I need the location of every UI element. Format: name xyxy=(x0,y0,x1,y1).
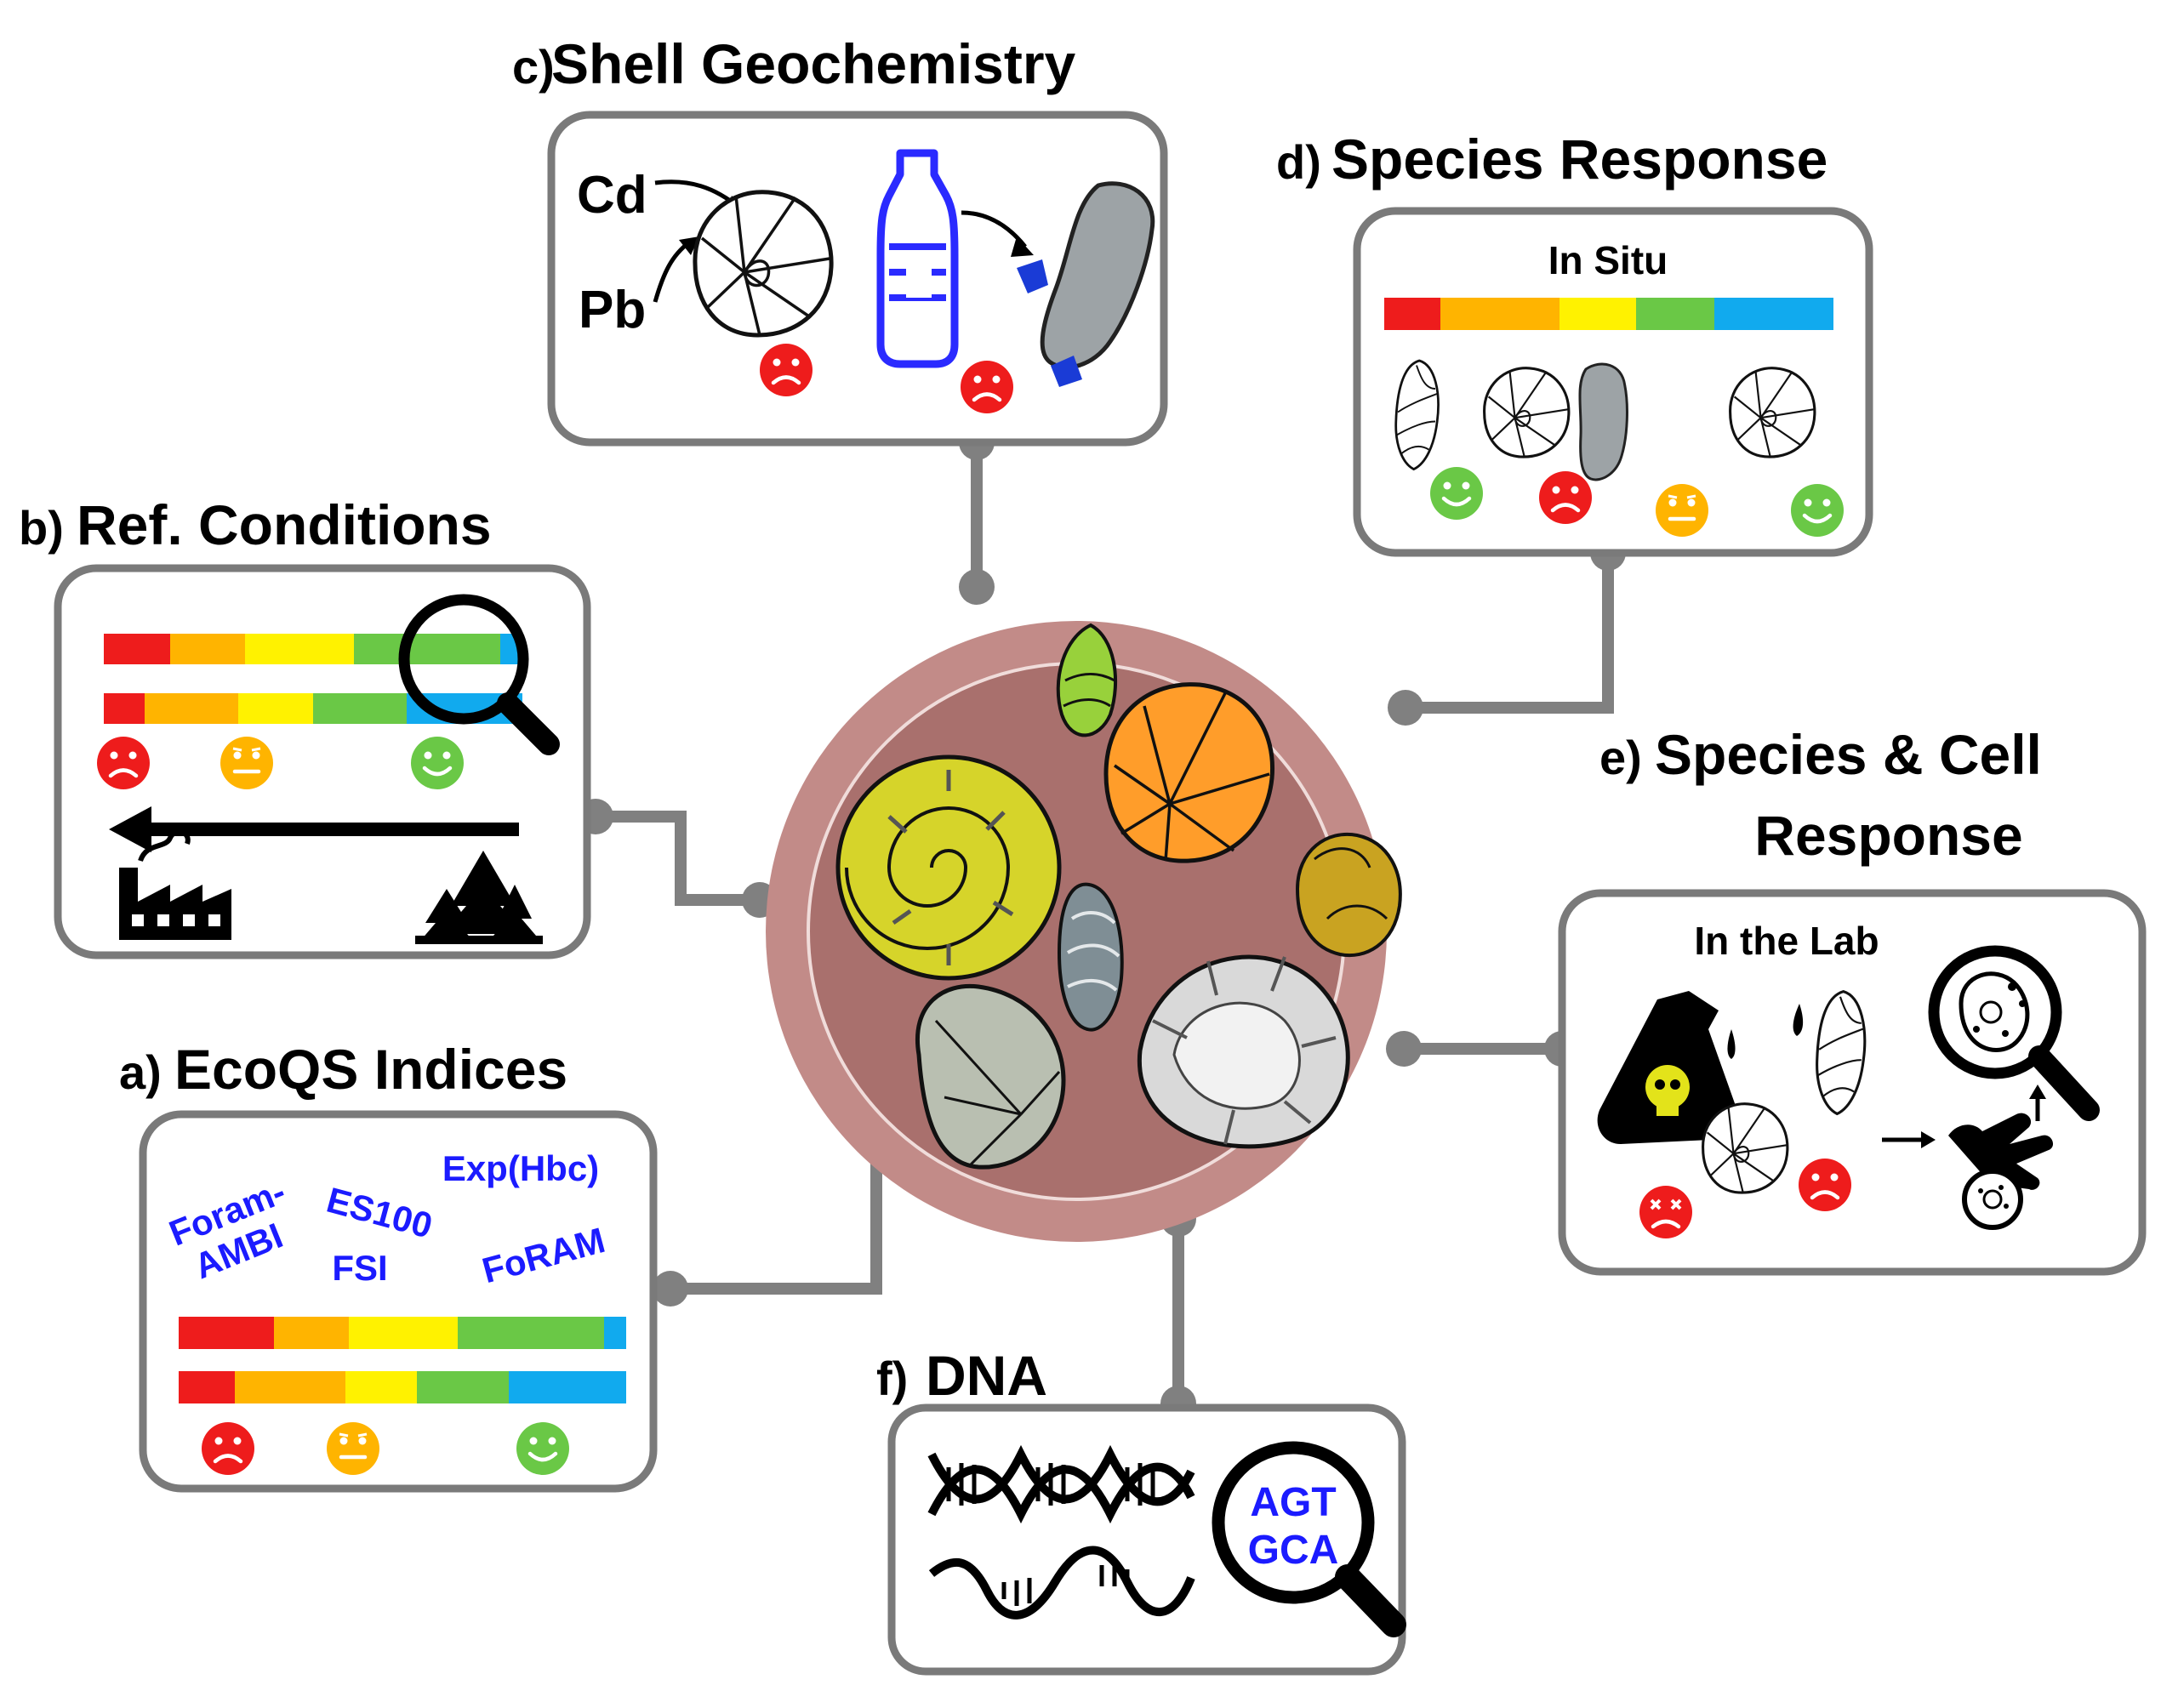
magnifier-icon xyxy=(1212,1441,1406,1637)
panel-letter: a) xyxy=(119,1045,162,1099)
panel-title: Shell Geochemistry xyxy=(551,32,1076,95)
index-label: FSI xyxy=(332,1248,387,1288)
panel-dna: f) DNA AGT GCA xyxy=(876,1344,1406,1676)
panel-ecoqs-indices: a) EcoQS Indices Foram- AMBI ES100 FSI E… xyxy=(119,1038,658,1493)
flask-skull-icon xyxy=(1597,991,1736,1144)
glove-hand-icon xyxy=(1948,1113,2054,1230)
foraminifera-icon xyxy=(1702,1102,1789,1194)
metal-label: Pb xyxy=(579,281,646,339)
dna-sequence: AGT xyxy=(1250,1480,1336,1525)
foraminifera-icon xyxy=(1295,832,1402,958)
panel-letter: f) xyxy=(876,1352,908,1405)
foraminifera-icon xyxy=(695,192,831,335)
foraminifera-icon xyxy=(1057,882,1124,1032)
magnifier-icon xyxy=(398,594,560,755)
dead-face-icon xyxy=(1639,1186,1692,1238)
foraminifera-icon xyxy=(1578,362,1628,481)
panel-letter: c) xyxy=(512,40,555,94)
panel-species-cell-response: e) Species & Cell Response In the Lab xyxy=(1558,723,2147,1276)
foraminifera-icon xyxy=(1103,682,1275,863)
central-disc xyxy=(766,621,1402,1242)
panel-letter: e) xyxy=(1599,731,1642,784)
forest-icon xyxy=(415,851,543,944)
sad-face-icon xyxy=(760,344,813,396)
index-label: Exp(Hbc) xyxy=(442,1148,599,1188)
magnifier-icon xyxy=(1928,945,2100,1121)
metal-label: Cd xyxy=(577,166,647,225)
neutral-face-icon xyxy=(1656,484,1708,537)
factory-icon xyxy=(119,828,231,940)
cell-icon xyxy=(1959,971,2030,1052)
sad-face-icon xyxy=(1799,1159,1851,1211)
foraminifera-icon xyxy=(915,983,1066,1170)
neutral-face-icon xyxy=(220,737,273,789)
foraminifera-icon xyxy=(835,754,1062,981)
happy-face-icon xyxy=(516,1422,569,1475)
panel-title: DNA xyxy=(926,1344,1047,1407)
foraminifera-icon xyxy=(1729,367,1816,458)
sad-face-icon xyxy=(202,1422,254,1475)
panel-letter: d) xyxy=(1276,135,1321,189)
panel-ref-conditions: b) Ref. Conditions xyxy=(19,493,591,959)
happy-face-icon xyxy=(1791,484,1844,537)
panel-letter: b) xyxy=(19,501,64,555)
bottle-icon xyxy=(876,149,959,368)
panel-title: Response xyxy=(1754,804,2022,867)
panel-subtitle: In Situ xyxy=(1548,238,1668,282)
dna-icon xyxy=(927,1444,1195,1620)
foraminifera-icon xyxy=(1137,954,1350,1149)
panel-subtitle: In the Lab xyxy=(1694,919,1879,963)
panel-title: Species & Cell xyxy=(1655,723,2042,786)
panel-title: EcoQS Indices xyxy=(174,1038,567,1101)
happy-face-icon xyxy=(1430,467,1483,520)
sad-face-icon xyxy=(961,361,1013,413)
panel-species-response: d) Species Response In Situ xyxy=(1276,128,1873,557)
panel-shell-geochemistry: c) Shell Geochemistry Cd Pb xyxy=(512,32,1166,447)
foraminifera-icon xyxy=(1056,623,1118,737)
happy-face-icon xyxy=(411,737,464,789)
foraminifera-icon xyxy=(1483,367,1571,458)
neutral-face-icon xyxy=(327,1422,379,1475)
sad-face-icon xyxy=(1539,471,1592,524)
panel-title: Ref. Conditions xyxy=(77,493,492,556)
sad-face-icon xyxy=(97,737,150,789)
panel-title: Species Response xyxy=(1331,128,1827,191)
dna-sequence: GCA xyxy=(1248,1528,1339,1573)
